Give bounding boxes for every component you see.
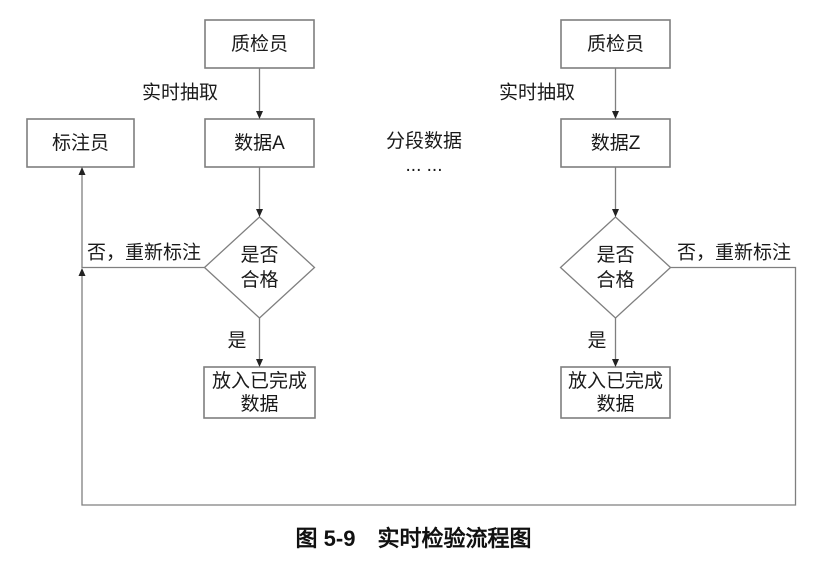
right-no-label: 否，重新标注 bbox=[676, 242, 792, 264]
right-no-loop-connector bbox=[81, 266, 797, 506]
right-data-label: 数据Z bbox=[590, 132, 641, 154]
right-inspector-box bbox=[560, 19, 671, 69]
right-done-arrowhead bbox=[612, 359, 619, 367]
right-extract-label: 实时抽取 bbox=[498, 82, 576, 104]
left-data-label: 数据A bbox=[234, 132, 285, 154]
right-yes-label: 是 bbox=[587, 330, 607, 352]
left-data-box bbox=[204, 118, 315, 168]
middle-segment-dots: ... ... bbox=[405, 155, 443, 176]
right-decision-label: 是否 合格 bbox=[561, 241, 671, 294]
right-done-box bbox=[560, 366, 671, 419]
left-data-arrowhead bbox=[256, 111, 263, 119]
loop-junction-arrowhead bbox=[78, 268, 86, 276]
middle-segment-text: 分段数据 bbox=[385, 131, 463, 152]
left-inspector-label: 质检员 bbox=[230, 33, 288, 55]
left-done-line1: 放入已完成 bbox=[211, 370, 307, 392]
left-no-connector bbox=[81, 175, 205, 269]
annotator-arrowhead bbox=[78, 167, 86, 175]
left-decision-label: 是否 合格 bbox=[205, 241, 315, 294]
right-data-box bbox=[560, 118, 671, 168]
right-done-label: 放入已完成 数据 bbox=[561, 367, 670, 418]
left-done-box bbox=[203, 366, 316, 419]
figure-caption: 图 5-9 实时检验流程图 bbox=[295, 526, 532, 551]
middle-segment-label: 分段数据 ... ... bbox=[386, 130, 462, 178]
right-decision-line2: 合格 bbox=[596, 269, 635, 291]
left-done-arrowhead bbox=[256, 359, 263, 367]
right-decision-diamond bbox=[559, 216, 672, 319]
left-done-line2: 数据 bbox=[240, 393, 279, 415]
right-inspector-label: 质检员 bbox=[586, 33, 644, 55]
left-decision-line2: 合格 bbox=[240, 269, 279, 291]
right-done-line1: 放入已完成 bbox=[567, 370, 663, 392]
left-decision-diamond bbox=[203, 216, 316, 319]
right-decision-arrowhead bbox=[612, 209, 619, 217]
left-extract-label: 实时抽取 bbox=[141, 82, 219, 104]
left-yes-label: 是 bbox=[227, 330, 247, 352]
left-no-label: 否，重新标注 bbox=[86, 242, 202, 264]
annotator-label: 标注员 bbox=[51, 132, 109, 154]
annotator-box bbox=[26, 118, 135, 168]
right-data-arrowhead bbox=[612, 111, 619, 119]
right-decision-line1: 是否 bbox=[596, 244, 635, 266]
left-decision-line1: 是否 bbox=[240, 244, 279, 266]
right-done-line2: 数据 bbox=[596, 393, 635, 415]
left-done-label: 放入已完成 数据 bbox=[204, 367, 315, 418]
left-decision-arrowhead bbox=[256, 209, 263, 217]
left-inspector-box bbox=[204, 19, 315, 69]
